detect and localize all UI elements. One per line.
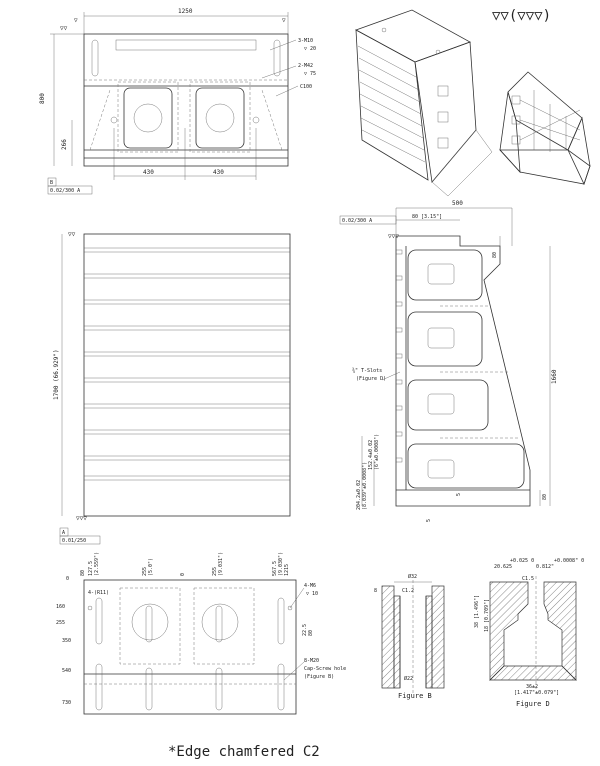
svg-text:▽▽▽: ▽▽▽ <box>388 233 399 240</box>
plate-datum: A <box>62 530 65 536</box>
svg-text:(5.0"): (5.0") <box>148 558 154 576</box>
svg-text:0: 0 <box>180 573 186 576</box>
side-bottom-dim: 80 <box>542 494 548 500</box>
fig-d-top-right-tol: +0.0008" 0 <box>554 558 584 564</box>
fig-b-chamfer: C1.2 <box>402 588 414 594</box>
callout-m6-depth: ▽ 10 <box>306 591 318 597</box>
callout-m10: 3-M10 <box>298 38 313 44</box>
svg-text:(9.031"): (9.031") <box>218 552 224 576</box>
side-pitch-inch: (6"±0.0008") <box>374 434 380 470</box>
fig-b-bottom-dim: Ø22 <box>404 675 413 682</box>
front-tolerance: 0.02/300 A <box>50 188 80 194</box>
svg-text:540: 540 <box>62 668 71 674</box>
svg-text:0: 0 <box>66 576 69 582</box>
side-tolerance: 0.02/300 A <box>342 218 372 224</box>
svg-text:350: 350 <box>62 638 71 644</box>
callout-m20-desc: Cap-Screw hole <box>304 666 346 672</box>
fig-d-bottom: 36±2 <box>526 684 538 690</box>
plate-tolerance: 0.01/250 <box>62 538 86 544</box>
bottom-view: 80 127.5 (2.559") 255 (5.0") 255 (9.031"… <box>56 552 346 715</box>
svg-text:(9.030"): (9.030") <box>278 552 284 576</box>
isometric-front <box>355 9 493 197</box>
callout-c100: C100 <box>300 84 312 90</box>
svg-text:730: 730 <box>62 700 71 706</box>
side-first-dim: 204.2±0.02 <box>356 480 362 510</box>
figure-d: 20.625 +0.025 0 0.812" +0.0008" 0 C1.5 3… <box>474 558 584 708</box>
fig-d-chamfer: C1.5 <box>522 576 534 582</box>
side-tslot-ref: (Figure D) <box>356 376 386 382</box>
callout-m20: 8-M20 <box>304 658 319 664</box>
fig-d-top-tol: +0.025 0 <box>510 558 534 564</box>
bottom-left-dims: 0 160 255 350 540 730 <box>56 576 71 706</box>
svg-text:255: 255 <box>142 567 148 576</box>
fig-b-left-dim: 8 <box>374 588 377 594</box>
front-datum: B <box>50 180 53 186</box>
side-top-dim: 80 [3.15"] <box>412 214 442 220</box>
svg-text:1215: 1215 <box>284 564 290 576</box>
finish-symbol: ▽▽(▽▽▽) <box>492 8 551 24</box>
side-width-dim: 500 <box>452 200 463 207</box>
side-bottom-small: 5 <box>456 493 462 496</box>
callout-m42: 2-M42 <box>298 63 313 69</box>
svg-text:▽▽▽: ▽▽▽ <box>76 515 87 522</box>
fig-b-top-dim: Ø32 <box>408 573 417 580</box>
svg-text:(2.559"): (2.559") <box>94 552 100 576</box>
fig-d-inner: 18 [0.709"] <box>484 599 490 632</box>
bottom-right-dim2: 80 <box>308 630 314 636</box>
callout-m42-depth: ▽ 75 <box>304 71 316 77</box>
isometric-rear <box>499 71 591 186</box>
figure-b: Ø32 C1.2 Ø22 8 Figure B <box>374 573 445 700</box>
callout-r11: 4-(R11) <box>88 590 109 596</box>
fig-b-label: Figure B <box>398 692 432 700</box>
svg-text:▽▽: ▽▽ <box>60 25 68 32</box>
front-width-dim: 1250 <box>178 8 193 15</box>
side-height-dim: 1660 <box>551 369 558 384</box>
side-tslot-note: ¾" T-Slots <box>352 368 382 374</box>
svg-text:▽▽: ▽▽ <box>68 231 76 238</box>
front-body <box>83 33 289 167</box>
footer-note: *Edge chamfered C2 <box>168 744 320 760</box>
front-offset-dim: 266 <box>61 139 68 150</box>
side-view: 500 80 [3.15"] 0.02/300 A ▽▽▽ <box>339 200 558 522</box>
svg-text:567.5: 567.5 <box>272 561 278 576</box>
fig-d-top-left: 20.625 <box>494 564 512 570</box>
svg-text:160: 160 <box>56 604 65 610</box>
svg-text:80: 80 <box>80 570 86 576</box>
fig-d-bottom-inch: [1.417"±0.079"] <box>514 690 559 696</box>
bottom-right-dim: 22.5 <box>302 624 308 636</box>
plate-height-dim: 1700 (66.929") <box>53 349 60 400</box>
side-top-right-dim: 80 <box>492 252 498 258</box>
side-left-small: 5 <box>426 519 432 522</box>
svg-text:▽: ▽ <box>282 17 286 24</box>
svg-text:255: 255 <box>56 620 65 626</box>
plate-tslots <box>84 247 290 481</box>
bottom-body <box>83 579 297 715</box>
side-first-inch: (8.039"±0.0008") <box>362 462 368 510</box>
front-view: 1250 ▽▽ ▽ ▽ 800 266 <box>39 8 316 195</box>
plate-body <box>83 233 291 517</box>
callout-m6: 4-M6 <box>304 583 316 589</box>
svg-text:▽: ▽ <box>74 17 78 24</box>
plate-view: ▽▽ ▽▽▽ 1700 (66.929") A 0.01/250 <box>53 231 291 545</box>
callout-m20-ref: (Figure B) <box>304 674 334 680</box>
side-outline <box>395 235 531 507</box>
svg-text:127.5: 127.5 <box>88 561 94 576</box>
fig-d-label: Figure D <box>516 700 550 708</box>
svg-text:255: 255 <box>212 567 218 576</box>
bottom-top-dims: 80 127.5 (2.559") 255 (5.0") 255 (9.031"… <box>80 552 290 576</box>
side-pitch-dim: 152.4±0.02 <box>368 440 374 470</box>
front-spacing-right: 430 <box>213 169 224 176</box>
fig-d-top-right: 0.812" <box>536 564 554 570</box>
fig-d-height: 38 [1.496"] <box>474 595 480 628</box>
front-height-dim: 800 <box>39 93 46 104</box>
front-spacing-left: 430 <box>143 169 154 176</box>
callout-m10-depth: ▽ 20 <box>304 46 316 52</box>
